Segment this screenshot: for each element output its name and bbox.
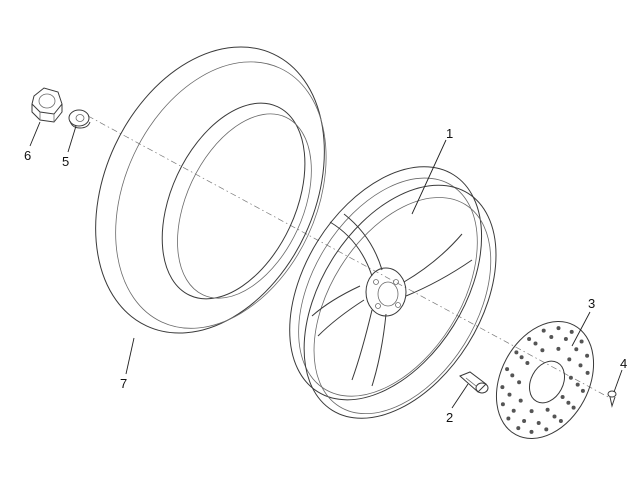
disc-hole [525,361,530,365]
disc-hole [522,419,527,423]
disc-hole [580,388,585,393]
disc-hole [568,375,573,380]
disc-hole [533,341,538,346]
disc-hole [518,398,523,403]
disc-hole [506,416,511,421]
disc-hole [514,350,519,355]
wheel-spokes [311,213,473,387]
wheel-nut [31,87,63,123]
part-number-2: 2 [446,410,453,425]
disc-hole [556,326,561,331]
assembly-axis [87,115,611,399]
disc-hole [579,339,584,344]
disc-hole [519,355,524,360]
part-number-6: 6 [24,148,31,163]
disc-hole [549,335,554,339]
disc-hole [500,402,505,407]
disc-hole [552,414,557,419]
disc-hole [510,373,515,378]
disc-hole [545,407,550,412]
disc-hole [529,429,534,434]
part-number-3: 3 [588,296,595,311]
disc-hole [505,367,510,372]
part-number-5: 5 [62,154,69,169]
disc-hole [544,427,549,432]
disc-hole [569,329,574,334]
leader-2 [451,383,469,409]
part-number-4: 4 [620,356,627,371]
disc-hole [500,385,505,390]
tyre-valve [459,371,489,394]
disc-hole [507,392,512,397]
disc-hole [571,405,576,410]
disc-hole [536,421,541,425]
disc-screw [607,390,617,408]
leader-3 [571,311,591,347]
disc-hole [558,419,563,423]
leader-1 [411,139,447,215]
disc-hole [529,409,534,414]
disc-hole [540,348,545,353]
wheel-rim [289,166,497,419]
leader-5 [67,125,77,153]
disc-hole [556,346,561,351]
disc-hole [563,337,568,341]
brake-disc [495,320,595,440]
disc-hole [567,357,572,362]
leader-6 [29,121,41,147]
disc-hole [585,370,590,375]
leader-7 [125,337,135,375]
disc-hole [517,380,522,385]
spacer [68,109,91,129]
disc-hole [511,408,516,413]
disc-hole [585,353,590,358]
disc-hole [516,426,521,431]
disc-hole [566,400,571,405]
disc-hole [578,363,583,368]
disc-holes [500,326,590,434]
disc-hole [541,328,546,333]
disc-hole [575,382,580,387]
part-number-1: 1 [446,126,453,141]
tyre [95,46,327,334]
leader-4 [613,369,623,393]
disc-hole [574,347,579,352]
part-number-7: 7 [120,376,127,391]
disc-hole [560,395,565,399]
disc-hole [527,337,532,341]
